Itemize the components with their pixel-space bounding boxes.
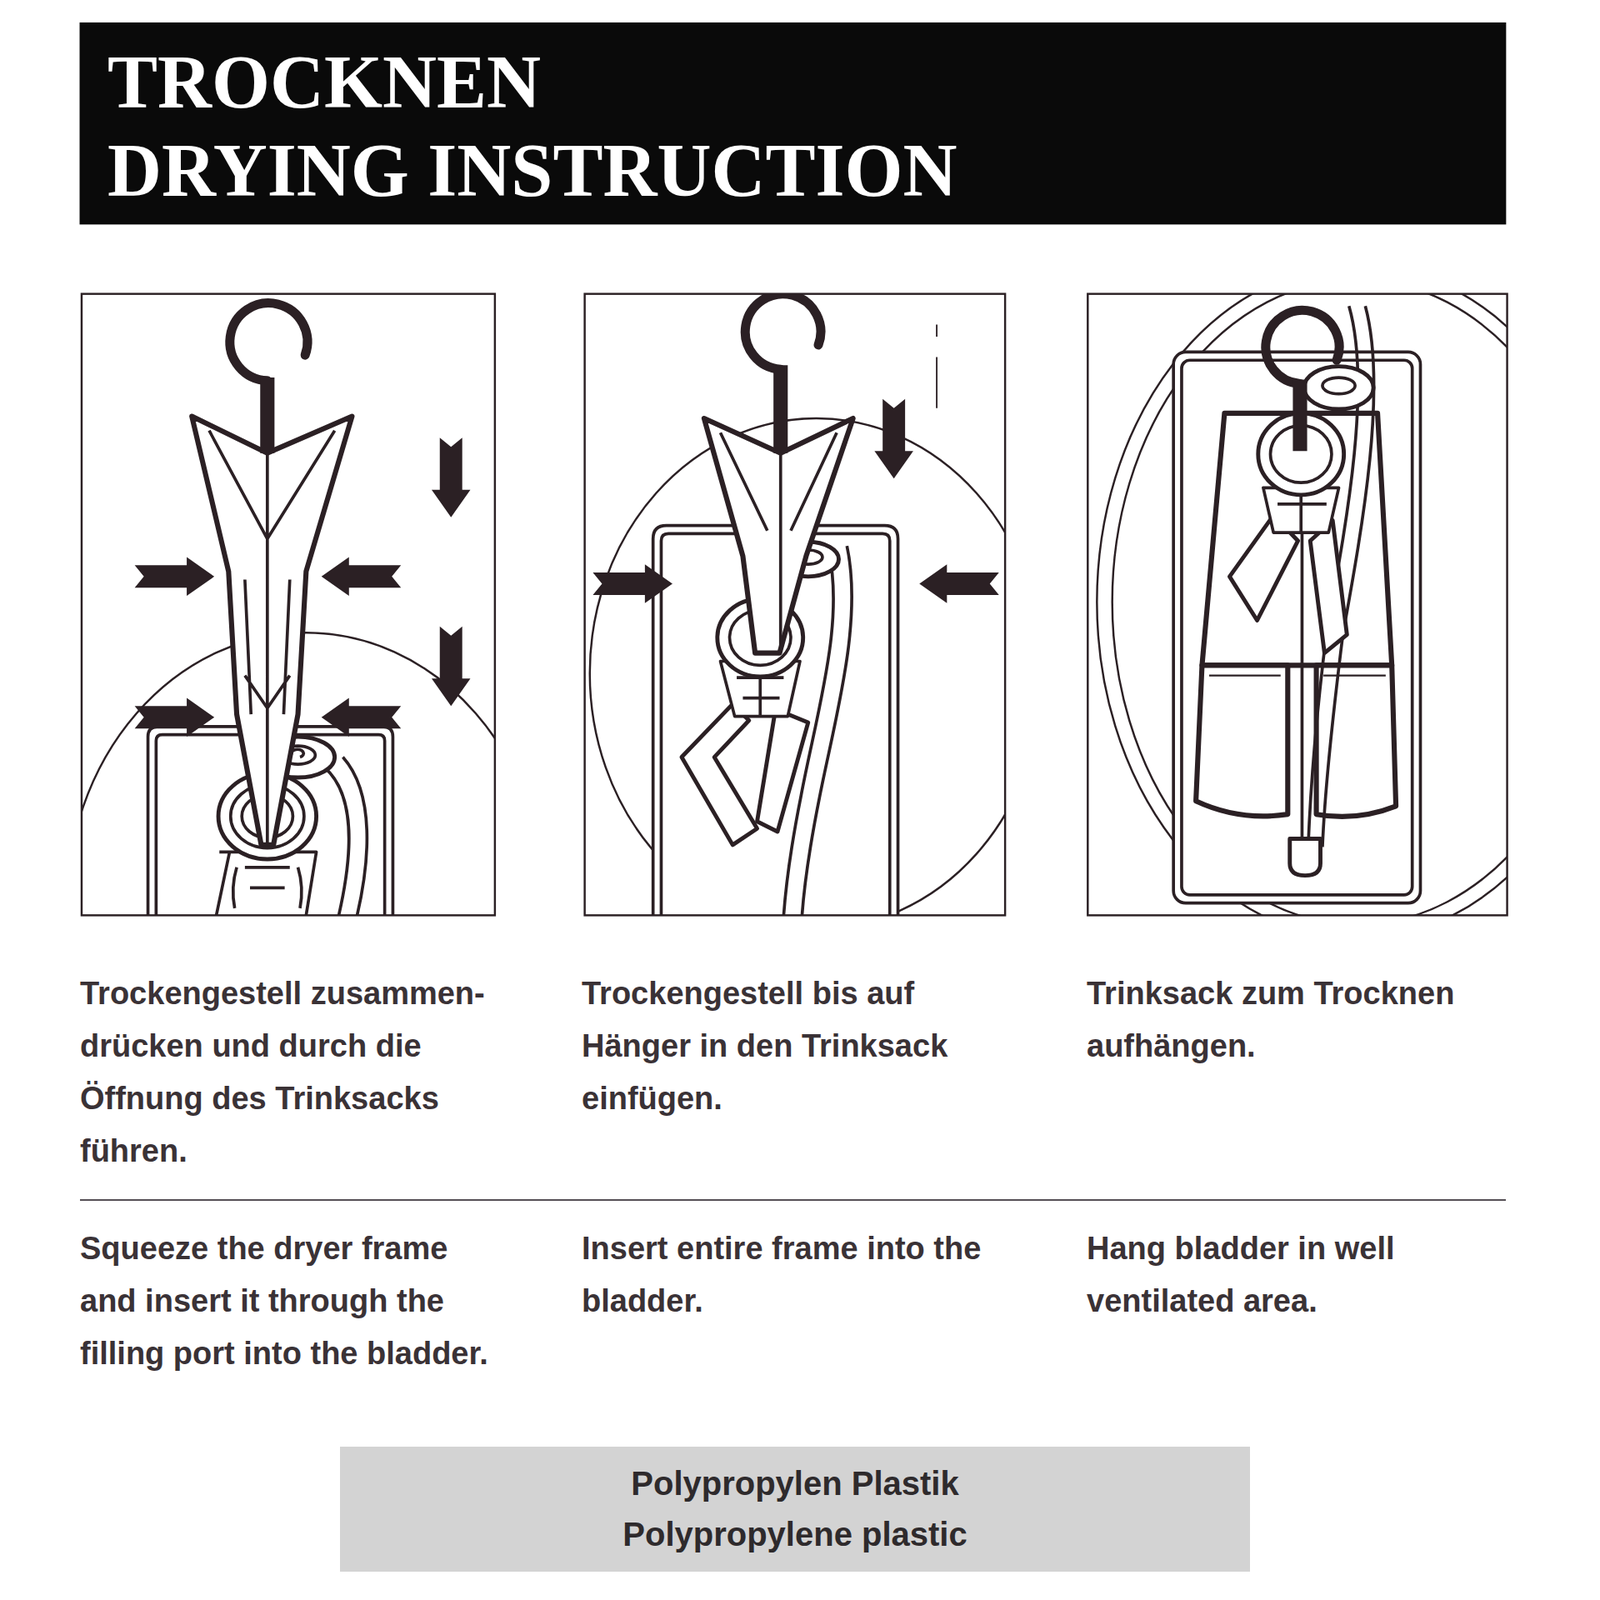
step-three-picture xyxy=(1290,839,1321,876)
step-caption: Trinksack zum Trocknen aufhängen. xyxy=(1086,967,1504,1073)
title-text: TROCKNEN xyxy=(107,45,541,120)
step-one-picture xyxy=(81,294,495,916)
title-bar xyxy=(80,22,1507,225)
material-box: Polypropylen PlastikPolypropylene plasti… xyxy=(340,1446,1250,1572)
step-three-picture xyxy=(1181,360,1413,895)
step-two-picture xyxy=(590,418,1005,915)
step-two-picture xyxy=(773,365,788,453)
step-three-picture xyxy=(1265,310,1340,384)
step-one-picture xyxy=(216,851,317,915)
panel-frame xyxy=(1087,294,1507,916)
step-two-picture xyxy=(704,418,854,654)
step-two-picture xyxy=(874,399,914,480)
step-two-picture xyxy=(745,294,821,370)
step-three-picture xyxy=(1209,674,1386,676)
step-one-picture xyxy=(191,416,352,845)
step-one-picture xyxy=(431,437,471,518)
step-one-picture xyxy=(260,377,275,454)
step-one-picture xyxy=(321,698,402,738)
step-two-picture xyxy=(592,399,999,604)
step-one-picture xyxy=(230,303,308,381)
step-three-picture xyxy=(1292,380,1307,452)
material-text: Polypropylene plastic xyxy=(622,1509,967,1560)
step-three-picture xyxy=(1304,366,1374,410)
step-two-picture xyxy=(757,709,809,832)
divider-line xyxy=(80,1199,1506,1201)
material-text: Polypropylen Plastik xyxy=(630,1458,959,1510)
step-one-picture xyxy=(342,757,367,916)
step-two-picture xyxy=(919,564,1000,604)
step-one-picture xyxy=(135,698,215,738)
step-two-picture xyxy=(585,294,1005,916)
panel-frame xyxy=(585,294,1005,916)
step-two-picture xyxy=(681,704,758,845)
step-three-picture xyxy=(1087,294,1507,916)
step-three-picture xyxy=(1112,294,1508,916)
step-caption: Trockengestell bis auf Hänger in den Tri… xyxy=(581,967,1024,1125)
step-one-picture xyxy=(135,437,471,737)
step-three-picture xyxy=(1316,665,1397,817)
step-caption: Insert entire frame into the bladder. xyxy=(581,1222,1049,1328)
step-three-picture xyxy=(1195,665,1288,816)
step-one-picture xyxy=(81,294,495,916)
step-caption: Hang bladder in well ventilated area. xyxy=(1086,1222,1504,1328)
step-two-picture xyxy=(801,545,852,915)
step-one-picture xyxy=(233,867,302,909)
step-three-picture xyxy=(1096,294,1507,916)
panel-frame xyxy=(81,294,495,916)
step-one-picture xyxy=(431,626,471,707)
step-two-picture xyxy=(935,324,938,408)
title-text: DRYING INSTRUCTION xyxy=(107,133,958,209)
step-one-picture xyxy=(321,557,402,597)
step-caption: Trockengestell zusammen- drücken und dur… xyxy=(80,967,530,1178)
step-two-picture xyxy=(720,432,837,648)
step-three-picture xyxy=(1201,413,1392,665)
step-three-picture xyxy=(1087,294,1507,916)
step-three-picture xyxy=(1322,377,1355,395)
step-one-picture xyxy=(135,557,215,597)
step-three-picture xyxy=(1310,520,1347,653)
step-three-picture xyxy=(1173,351,1420,903)
step-one-picture xyxy=(324,767,349,916)
step-two-picture xyxy=(592,564,673,604)
step-caption: Squeeze the dryer frame and insert it th… xyxy=(80,1222,510,1380)
step-one-picture xyxy=(209,430,335,844)
step-two-picture xyxy=(585,294,1005,916)
